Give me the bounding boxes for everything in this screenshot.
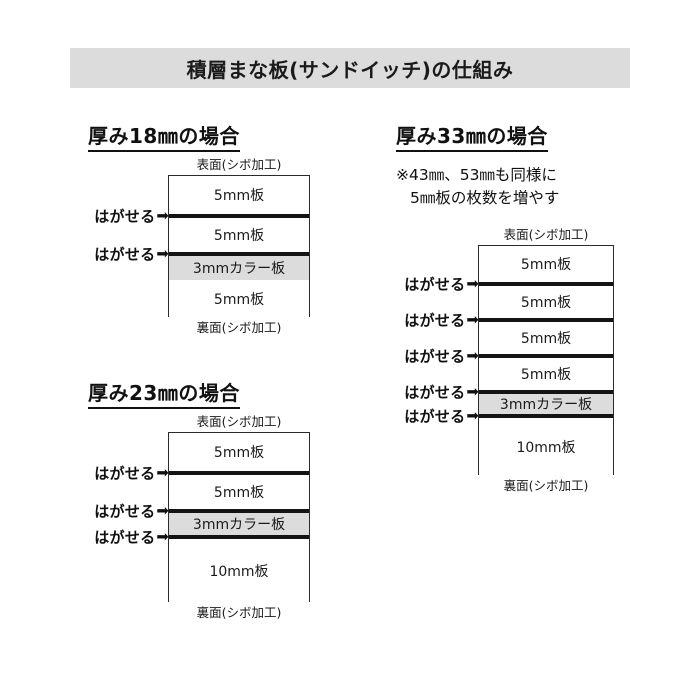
peelable-label: はがせる bbox=[404, 407, 466, 426]
caption-surface-bottom-33: 裏面(シボ加工) bbox=[503, 477, 589, 493]
layer-label: 10mm板 bbox=[209, 563, 269, 580]
arrow-right-icon: ➡ bbox=[466, 274, 479, 293]
arrow-right-icon: ➡ bbox=[156, 501, 169, 520]
layer-label: 5mm板 bbox=[520, 294, 572, 311]
peelable-marker-thickness-23-0: はがせる➡ bbox=[94, 462, 169, 483]
layer-thickness-23-2: 3mmカラー板 bbox=[169, 508, 309, 535]
layer-label: 5mm板 bbox=[213, 227, 265, 244]
arrow-right-icon: ➡ bbox=[466, 406, 479, 425]
layer-label: 3mmカラー板 bbox=[499, 396, 593, 413]
peelable-label: はがせる bbox=[94, 207, 156, 226]
arrow-right-icon: ➡ bbox=[466, 346, 479, 365]
arrow-right-icon: ➡ bbox=[156, 244, 169, 263]
caption-surface-top-18: 表面(シボ加工) bbox=[196, 157, 282, 172]
layer-thickness-23-1: 5mm板 bbox=[169, 470, 309, 509]
layer-thickness-23-3: 10mm板 bbox=[169, 534, 309, 603]
section-thickness-18: 厚み18㎜の場合 bbox=[88, 120, 240, 152]
layer-label: 5mm板 bbox=[213, 187, 265, 204]
arrow-right-icon: ➡ bbox=[156, 527, 169, 546]
layer-thickness-33-3: 5mm板 bbox=[479, 353, 613, 390]
layer-thickness-18-3: 5mm板 bbox=[169, 279, 309, 318]
caption-surface-bottom-23: 裏面(シボ加工) bbox=[196, 604, 282, 620]
peelable-label: はがせる bbox=[94, 528, 156, 547]
layer-thickness-33-1: 5mm板 bbox=[479, 281, 613, 318]
arrow-right-icon: ➡ bbox=[156, 463, 169, 482]
caption-surface-bottom-18: 裏面(シボ加工) bbox=[196, 319, 282, 335]
peelable-marker-thickness-18-1: はがせる➡ bbox=[94, 243, 169, 264]
section-heading-18: 厚み18㎜の場合 bbox=[88, 120, 240, 152]
peelable-marker-thickness-33-0: はがせる➡ bbox=[404, 273, 479, 294]
section-heading-33: 厚み33㎜の場合 bbox=[396, 120, 548, 152]
layer-label: 5mm板 bbox=[213, 291, 265, 308]
arrow-right-icon: ➡ bbox=[466, 382, 479, 401]
layer-label: 3mmカラー板 bbox=[192, 516, 286, 533]
peelable-label: はがせる bbox=[94, 245, 156, 264]
peelable-marker-thickness-18-0: はがせる➡ bbox=[94, 205, 169, 226]
peelable-label: はがせる bbox=[404, 311, 466, 330]
layer-label: 5mm板 bbox=[520, 366, 572, 383]
layer-thickness-33-0: 5mm板 bbox=[479, 245, 613, 282]
arrow-right-icon: ➡ bbox=[466, 310, 479, 329]
page-title: 積層まな板(サンドイッチ)の仕組み bbox=[186, 57, 514, 82]
layer-thickness-18-2: 3mmカラー板 bbox=[169, 251, 309, 280]
section-thickness-33: 厚み33㎜の場合 ※43㎜、53㎜も同様に 5㎜板の枚数を増やす bbox=[396, 120, 559, 211]
layer-label: 5mm板 bbox=[213, 484, 265, 501]
peelable-marker-thickness-33-4: はがせる➡ bbox=[404, 405, 479, 426]
section-heading-23: 厚み23㎜の場合 bbox=[88, 377, 240, 409]
peelable-label: はがせる bbox=[94, 464, 156, 483]
peelable-label: はがせる bbox=[404, 383, 466, 402]
layer-thickness-33-5: 10mm板 bbox=[479, 413, 613, 476]
layer-label: 10mm板 bbox=[516, 439, 576, 456]
section-note-line2: 5㎜板の枚数を増やす bbox=[410, 189, 560, 208]
peelable-marker-thickness-23-1: はがせる➡ bbox=[94, 500, 169, 521]
layer-label: 5mm板 bbox=[520, 256, 572, 273]
arrow-right-icon: ➡ bbox=[156, 206, 169, 225]
layer-label: 5mm板 bbox=[213, 444, 265, 461]
page-title-bar: 積層まな板(サンドイッチ)の仕組み bbox=[70, 48, 630, 88]
layer-thickness-23-0: 5mm板 bbox=[169, 432, 309, 471]
peelable-label: はがせる bbox=[94, 502, 156, 521]
layer-thickness-33-2: 5mm板 bbox=[479, 317, 613, 354]
peelable-marker-thickness-33-3: はがせる➡ bbox=[404, 381, 479, 402]
caption-surface-top-23: 表面(シボ加工) bbox=[196, 414, 282, 429]
peelable-marker-thickness-33-1: はがせる➡ bbox=[404, 309, 479, 330]
peelable-label: はがせる bbox=[404, 347, 466, 366]
layer-thickness-33-4: 3mmカラー板 bbox=[479, 389, 613, 414]
peelable-marker-thickness-33-2: はがせる➡ bbox=[404, 345, 479, 366]
caption-surface-top-33: 表面(シボ加工) bbox=[503, 227, 589, 242]
section-note-33: ※43㎜、53㎜も同様に 5㎜板の枚数を増やす bbox=[396, 164, 559, 211]
section-thickness-23: 厚み23㎜の場合 bbox=[88, 377, 240, 409]
layer-label: 3mmカラー板 bbox=[192, 260, 286, 277]
layer-thickness-18-1: 5mm板 bbox=[169, 213, 309, 252]
layer-thickness-18-0: 5mm板 bbox=[169, 175, 309, 214]
section-note-line1: ※43㎜、53㎜も同様に bbox=[396, 166, 557, 184]
layer-label: 5mm板 bbox=[520, 330, 572, 347]
peelable-label: はがせる bbox=[404, 275, 466, 294]
diagram-thickness-33: 表面(シボ加工) 5mm板 5mm板 5mm板 5mm板 3mmカラー板 10mm板 はがせ… bbox=[404, 227, 614, 493]
peelable-marker-thickness-23-2: はがせる➡ bbox=[94, 526, 169, 547]
